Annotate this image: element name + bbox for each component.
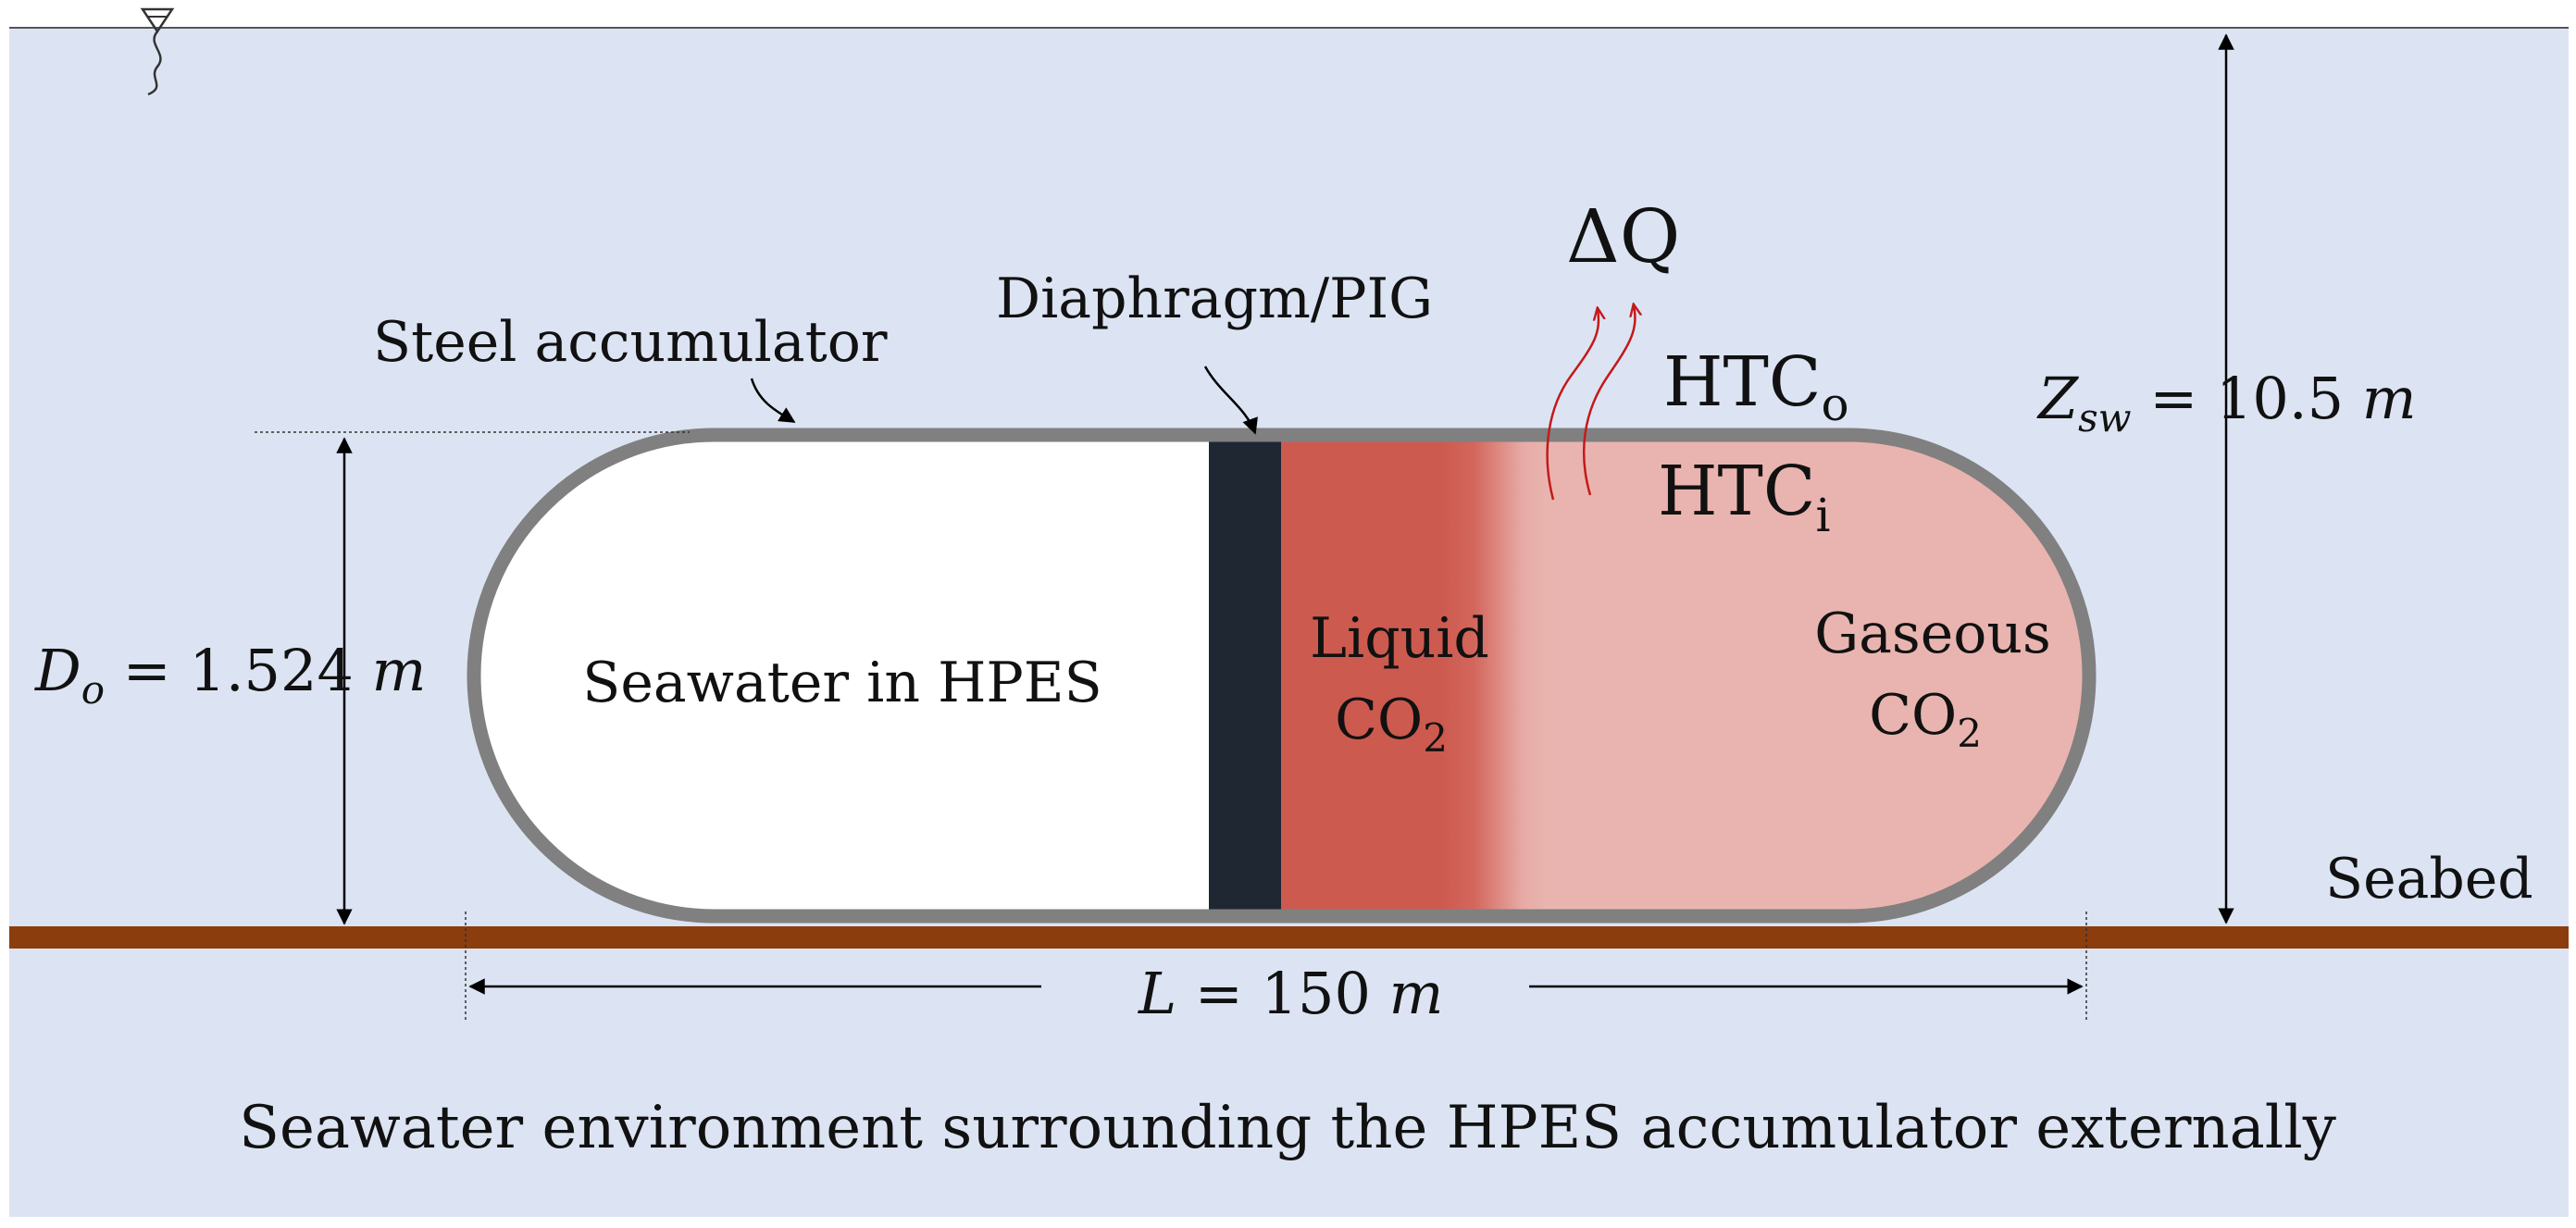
steel-accumulator-pointer <box>750 378 796 424</box>
liquid-co2-sub: 2 <box>1423 715 1448 761</box>
length-unit: m <box>1389 960 1444 1027</box>
length-label: L = 150 m <box>1138 960 1443 1027</box>
gaseous-co2-main: CO <box>1869 683 1957 748</box>
diaphragm-pig <box>1209 435 1281 916</box>
seabed-label: Seabed <box>2325 847 2533 912</box>
diameter-label: Do = 1.524 m <box>34 637 426 713</box>
delta-q-label: ΔQ <box>1566 193 1680 279</box>
gaseous-co2-label: CO2 <box>1869 683 1982 756</box>
seabed-strip <box>9 926 2569 949</box>
htc-outer-label: HTCo <box>1663 342 1849 431</box>
length-value: 150 <box>1262 960 1371 1027</box>
liquid-co2-label: CO2 <box>1335 688 1448 761</box>
liquid-co2-main: CO <box>1335 688 1423 752</box>
depth-space <box>2344 365 2362 432</box>
depth-value: 10.5 <box>2216 365 2344 432</box>
depth-subscript: sw <box>2078 395 2132 440</box>
depth-unit: m <box>2362 365 2417 432</box>
seawater-in-hpes-label: Seawater in HPES <box>582 651 1101 715</box>
diaphragm-pointer <box>1203 366 1258 435</box>
htc-outer-main: HTC <box>1663 342 1822 422</box>
steel-accumulator-shell <box>467 428 2097 924</box>
gaseous-co2-sub: 2 <box>1957 711 1982 756</box>
htc-outer-sub: o <box>1822 378 1849 431</box>
diameter-symbol: D <box>34 637 81 704</box>
diameter-unit: m <box>372 637 427 704</box>
diaphragm-label: Diaphragm/PIG <box>996 267 1433 331</box>
diameter-value: 1.524 <box>189 637 354 704</box>
diameter-subscript: o <box>81 667 105 713</box>
diameter-space <box>354 637 372 704</box>
htc-inner-sub: i <box>1816 489 1831 542</box>
depth-symbol: Z <box>2036 365 2079 432</box>
htc-inner-main: HTC <box>1658 452 1816 531</box>
length-equals: = <box>1176 960 1261 1027</box>
depth-equals: = <box>2132 365 2216 432</box>
diameter-equals: = <box>105 637 189 704</box>
length-space <box>1371 960 1389 1027</box>
co2-chamber <box>1280 435 2089 916</box>
heat-flow-arrow-2 <box>1582 305 1635 496</box>
gaseous-label: Gaseous <box>1814 602 2051 666</box>
steel-accumulator-label: Steel accumulator <box>373 310 888 375</box>
accumulator-interior <box>474 435 2089 916</box>
depth-label: Zsw = 10.5 m <box>2036 365 2417 440</box>
htc-inner-label: HTCi <box>1658 452 1831 542</box>
heat-flow-arrow-1 <box>1546 309 1599 501</box>
environment-caption: Seawater environment surrounding the HPE… <box>239 1094 2336 1162</box>
water-level-icon <box>140 7 175 96</box>
length-symbol: L <box>1138 960 1176 1027</box>
liquid-label: Liquid <box>1310 606 1489 671</box>
